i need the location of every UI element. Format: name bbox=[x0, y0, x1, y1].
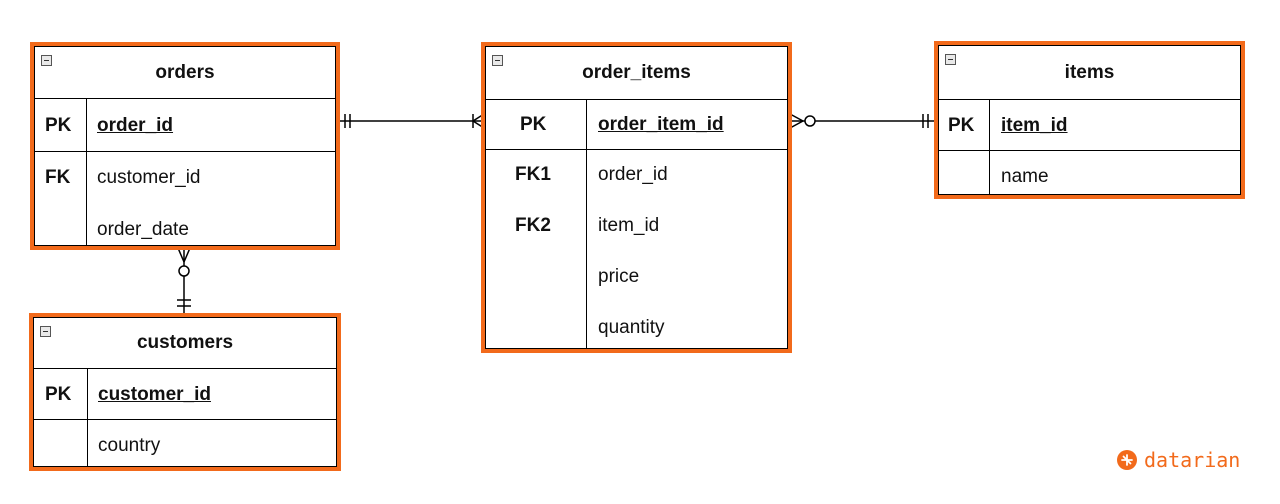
entity-orders-header[interactable]: orders bbox=[35, 47, 335, 99]
field-customer-id[interactable]: customer_id bbox=[98, 384, 211, 405]
field-order-id[interactable]: order_id bbox=[598, 164, 668, 185]
relation-orders-order-items bbox=[339, 113, 485, 129]
row-divider bbox=[939, 150, 1240, 151]
row-divider bbox=[34, 419, 336, 420]
entity-order-items-frame: order_items PK order_item_id FK1 order_i… bbox=[485, 46, 788, 349]
entity-items-frame: items PK item_id name bbox=[938, 45, 1241, 195]
entity-items[interactable]: items PK item_id name bbox=[934, 41, 1245, 199]
relation-order-items-items bbox=[789, 113, 937, 129]
collapse-toggle-icon[interactable] bbox=[40, 326, 51, 337]
fk1-label: FK1 bbox=[515, 164, 551, 185]
entity-orders[interactable]: orders PK order_id FK customer_id order_… bbox=[30, 42, 340, 250]
fk-label: FK bbox=[45, 167, 71, 188]
fk2-label: FK2 bbox=[515, 215, 551, 236]
collapse-toggle-icon[interactable] bbox=[945, 54, 956, 65]
zero-optional-mark bbox=[804, 115, 816, 127]
relation-orders-customers bbox=[177, 247, 191, 315]
field-item-id[interactable]: item_id bbox=[598, 215, 660, 236]
row-divider bbox=[35, 151, 335, 152]
entity-orders-title: orders bbox=[155, 61, 215, 83]
datarian-logo-icon bbox=[1117, 450, 1137, 470]
column-divider bbox=[586, 100, 587, 348]
row-divider bbox=[486, 149, 787, 150]
crows-foot-lower bbox=[789, 120, 804, 129]
collapse-toggle-icon[interactable] bbox=[492, 55, 503, 66]
column-divider bbox=[86, 99, 87, 245]
entity-customers-frame: customers PK customer_id country bbox=[33, 317, 337, 467]
pk-label: PK bbox=[520, 114, 547, 135]
field-name[interactable]: name bbox=[1001, 166, 1049, 187]
field-quantity[interactable]: quantity bbox=[598, 317, 665, 338]
column-divider bbox=[989, 100, 990, 194]
entity-customers-header[interactable]: customers bbox=[34, 318, 336, 369]
column-divider bbox=[87, 369, 88, 466]
entity-items-header[interactable]: items bbox=[939, 46, 1240, 100]
crows-foot-right bbox=[183, 247, 191, 263]
pk-label: PK bbox=[45, 115, 72, 136]
entity-customers[interactable]: customers PK customer_id country bbox=[29, 313, 341, 471]
field-country[interactable]: country bbox=[98, 435, 161, 456]
brand-name: datarian bbox=[1144, 448, 1241, 472]
entity-customers-title: customers bbox=[136, 332, 234, 353]
pk-label: PK bbox=[948, 115, 975, 136]
crows-foot-upper bbox=[789, 113, 804, 122]
entity-order-items-title: order_items bbox=[582, 62, 691, 83]
entity-orders-frame: orders PK order_id FK customer_id order_… bbox=[34, 46, 336, 246]
field-customer-id[interactable]: customer_id bbox=[97, 167, 201, 188]
entity-order-items[interactable]: order_items PK order_item_id FK1 order_i… bbox=[481, 42, 792, 353]
collapse-toggle-icon[interactable] bbox=[41, 55, 52, 66]
entity-items-title: items bbox=[1064, 61, 1115, 83]
zero-optional-mark bbox=[178, 265, 190, 277]
field-order-item-id[interactable]: order_item_id bbox=[598, 114, 724, 135]
entity-order-items-header[interactable]: order_items bbox=[486, 47, 787, 100]
brand-watermark: datarian bbox=[1116, 448, 1240, 472]
crows-foot-left bbox=[177, 247, 185, 263]
field-item-id[interactable]: item_id bbox=[1001, 115, 1068, 136]
field-price[interactable]: price bbox=[598, 266, 640, 287]
field-order-date[interactable]: order_date bbox=[97, 219, 189, 240]
field-order-id[interactable]: order_id bbox=[97, 115, 174, 136]
pk-label: PK bbox=[45, 384, 72, 405]
